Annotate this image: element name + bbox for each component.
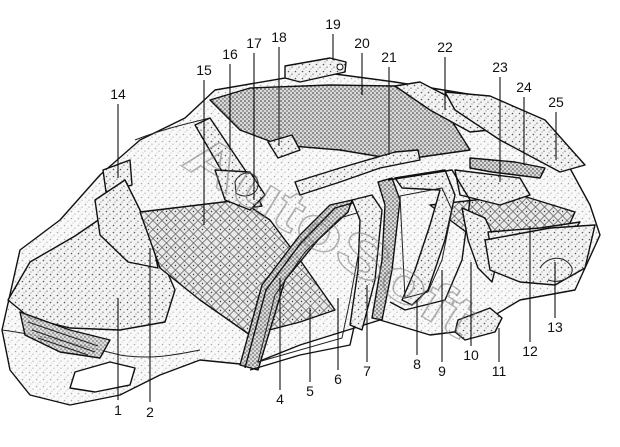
callout-15: 15	[196, 62, 212, 78]
callout-20: 20	[354, 35, 370, 51]
callout-25: 25	[548, 94, 564, 110]
part-7-b-pillar-trim	[371, 177, 401, 321]
part-16-dash-panel	[214, 169, 266, 211]
part-17-steering	[234, 172, 259, 197]
callout-21: 21	[381, 49, 397, 65]
callout-5: 5	[306, 383, 314, 399]
callout-6: 6	[334, 371, 342, 387]
callout-23: 23	[492, 59, 508, 75]
callout-19: 19	[325, 16, 341, 32]
part-19-sun-visor	[284, 57, 347, 83]
callout-24: 24	[516, 79, 532, 95]
callout-1: 1	[114, 402, 122, 418]
part-23-rear-shelf	[454, 169, 531, 206]
callout-22: 22	[437, 39, 453, 55]
leader-lines	[117, 34, 557, 402]
callout-9: 9	[438, 363, 446, 379]
callout-18: 18	[271, 29, 287, 45]
part-24-rear-trim	[469, 157, 546, 179]
part-25-roof-rail	[444, 91, 586, 173]
part-2-side-panel	[94, 179, 159, 269]
part-4-front-door-seal	[239, 199, 353, 371]
callout-13: 13	[547, 319, 563, 335]
callout-4: 4	[276, 391, 284, 407]
callout-10: 10	[463, 347, 479, 363]
callout-14: 14	[110, 86, 126, 102]
callout-17: 17	[246, 35, 262, 51]
part-21-roof-bow	[294, 149, 421, 196]
callout-11: 11	[492, 363, 507, 379]
callout-2: 2	[146, 404, 154, 420]
callout-8: 8	[413, 356, 421, 372]
callout-labels: 1 2 4 5 6 7 8 9 10 11 12 13 14 15 16 17 …	[110, 16, 564, 420]
part-9-rear-door-frame	[387, 169, 471, 311]
callout-16: 16	[222, 46, 238, 62]
floor-carpet	[139, 199, 336, 336]
part-9-rear-door-inner	[399, 187, 453, 299]
front-grille	[19, 311, 136, 393]
callout-12: 12	[522, 343, 538, 359]
part-18-dome-pad	[267, 134, 301, 159]
callout-7: 7	[363, 363, 371, 379]
part-11-insulation-block	[454, 307, 503, 341]
part-6-b-pillar-seal	[349, 194, 383, 331]
